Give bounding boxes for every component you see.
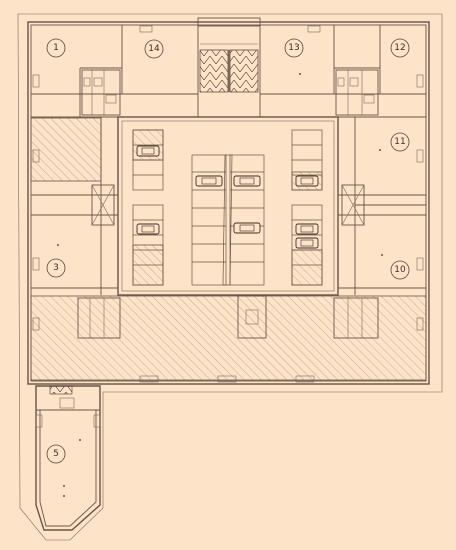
- room-label: 3: [53, 263, 59, 273]
- car-icon: [233, 222, 261, 234]
- room-13-label: 13: [284, 38, 304, 58]
- car-icon: [136, 145, 160, 157]
- room-12-label: 12: [390, 38, 410, 58]
- side-wings: [31, 117, 426, 295]
- window-marks: [32, 25, 424, 383]
- room-3-label: 3: [46, 258, 66, 278]
- car-icon: [233, 175, 261, 187]
- service-blocks-upper: [81, 69, 379, 116]
- room-label: 1: [53, 43, 59, 53]
- cars: [136, 145, 319, 249]
- room-label: 12: [394, 43, 405, 53]
- room-label: 14: [148, 44, 160, 54]
- car-icon: [295, 237, 319, 249]
- room-labels: 1 14 13 12 11 3 10 5: [46, 38, 410, 464]
- car-icon: [195, 175, 223, 187]
- car-icon: [136, 223, 160, 235]
- upper-partitions: [31, 25, 426, 118]
- room-label: 10: [394, 265, 406, 275]
- car-icon: [295, 223, 319, 235]
- room-label: 13: [288, 43, 299, 53]
- room-label: 11: [394, 137, 405, 147]
- building-outline: [27, 17, 430, 385]
- room-11-label: 11: [390, 132, 410, 152]
- room-1-label: 1: [46, 38, 66, 58]
- room-14-label: 14: [144, 39, 164, 59]
- car-icon: [295, 175, 319, 187]
- service-blocks-lower: [77, 295, 379, 339]
- main-stair: [199, 43, 259, 93]
- site-boundary: [17, 13, 443, 541]
- annex: [35, 385, 101, 531]
- room-10-label: 10: [390, 260, 410, 280]
- room-label: 5: [53, 449, 59, 459]
- hatched-zones: [30, 117, 427, 381]
- parking-stalls: [132, 129, 323, 286]
- fixture-dots: [57, 73, 383, 497]
- room-5-label: 5: [46, 444, 66, 464]
